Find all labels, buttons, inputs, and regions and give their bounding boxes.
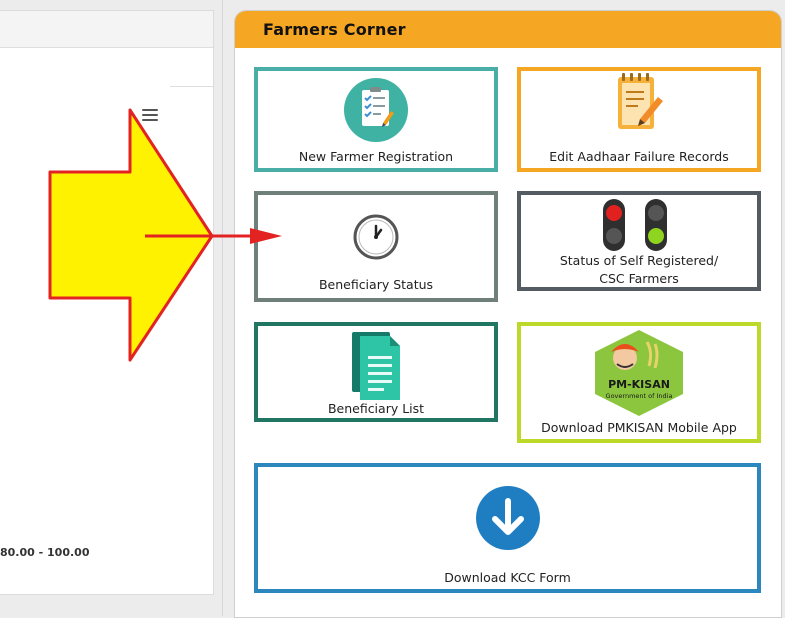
beneficiary-list-tile[interactable]: Beneficiary List <box>254 322 498 422</box>
vertical-divider <box>222 0 223 616</box>
document-list-icon <box>352 332 400 400</box>
annotation-arrow-icon <box>48 108 282 362</box>
pmkisan-logo: PM-KISAN Government of India <box>591 328 687 418</box>
download-arrow-icon <box>475 486 540 550</box>
left-panel-toolbar <box>0 48 213 87</box>
beneficiary-status-label: Beneficiary Status <box>318 277 434 292</box>
clipboard-checklist-icon <box>344 78 408 142</box>
hamburger-menu-icon[interactable] <box>142 109 158 121</box>
farmers-corner-title: Farmers Corner <box>235 11 781 48</box>
new-farmer-registration-label: New Farmer Registration <box>298 149 454 164</box>
clock-icon <box>353 214 399 260</box>
status-self-registered-label-line2: CSC Farmers <box>599 271 679 286</box>
download-kcc-form-label: Download KCC Form <box>444 570 571 585</box>
pmkisan-logo-name: PM-KISAN <box>608 378 670 391</box>
edit-aadhaar-failure-records-label: Edit Aadhaar Failure Records <box>549 149 729 164</box>
range-label: 80.00 - 100.00 <box>0 546 90 559</box>
new-farmer-registration-tile[interactable]: New Farmer Registration <box>254 67 498 172</box>
beneficiary-status-tile[interactable]: Beneficiary Status <box>254 191 498 302</box>
traffic-light-icon <box>603 199 667 251</box>
status-self-registered-tile[interactable]: Status of Self Registered/ CSC Farmers <box>517 191 761 291</box>
edit-aadhaar-failure-records-tile[interactable]: Edit Aadhaar Failure Records <box>517 67 761 172</box>
beneficiary-list-label: Beneficiary List <box>327 401 425 416</box>
notepad-pencil-icon <box>618 73 663 129</box>
download-pmkisan-app-label: Download PMKISAN Mobile App <box>541 420 737 435</box>
download-kcc-form-tile[interactable]: Download KCC Form <box>254 463 761 593</box>
status-self-registered-label-line1: Status of Self Registered/ <box>559 253 719 268</box>
pmkisan-logo-sub: Government of India <box>605 392 673 400</box>
download-pmkisan-app-tile[interactable]: PM-KISAN Government of India Download PM… <box>517 322 761 443</box>
left-panel-header <box>0 11 213 48</box>
